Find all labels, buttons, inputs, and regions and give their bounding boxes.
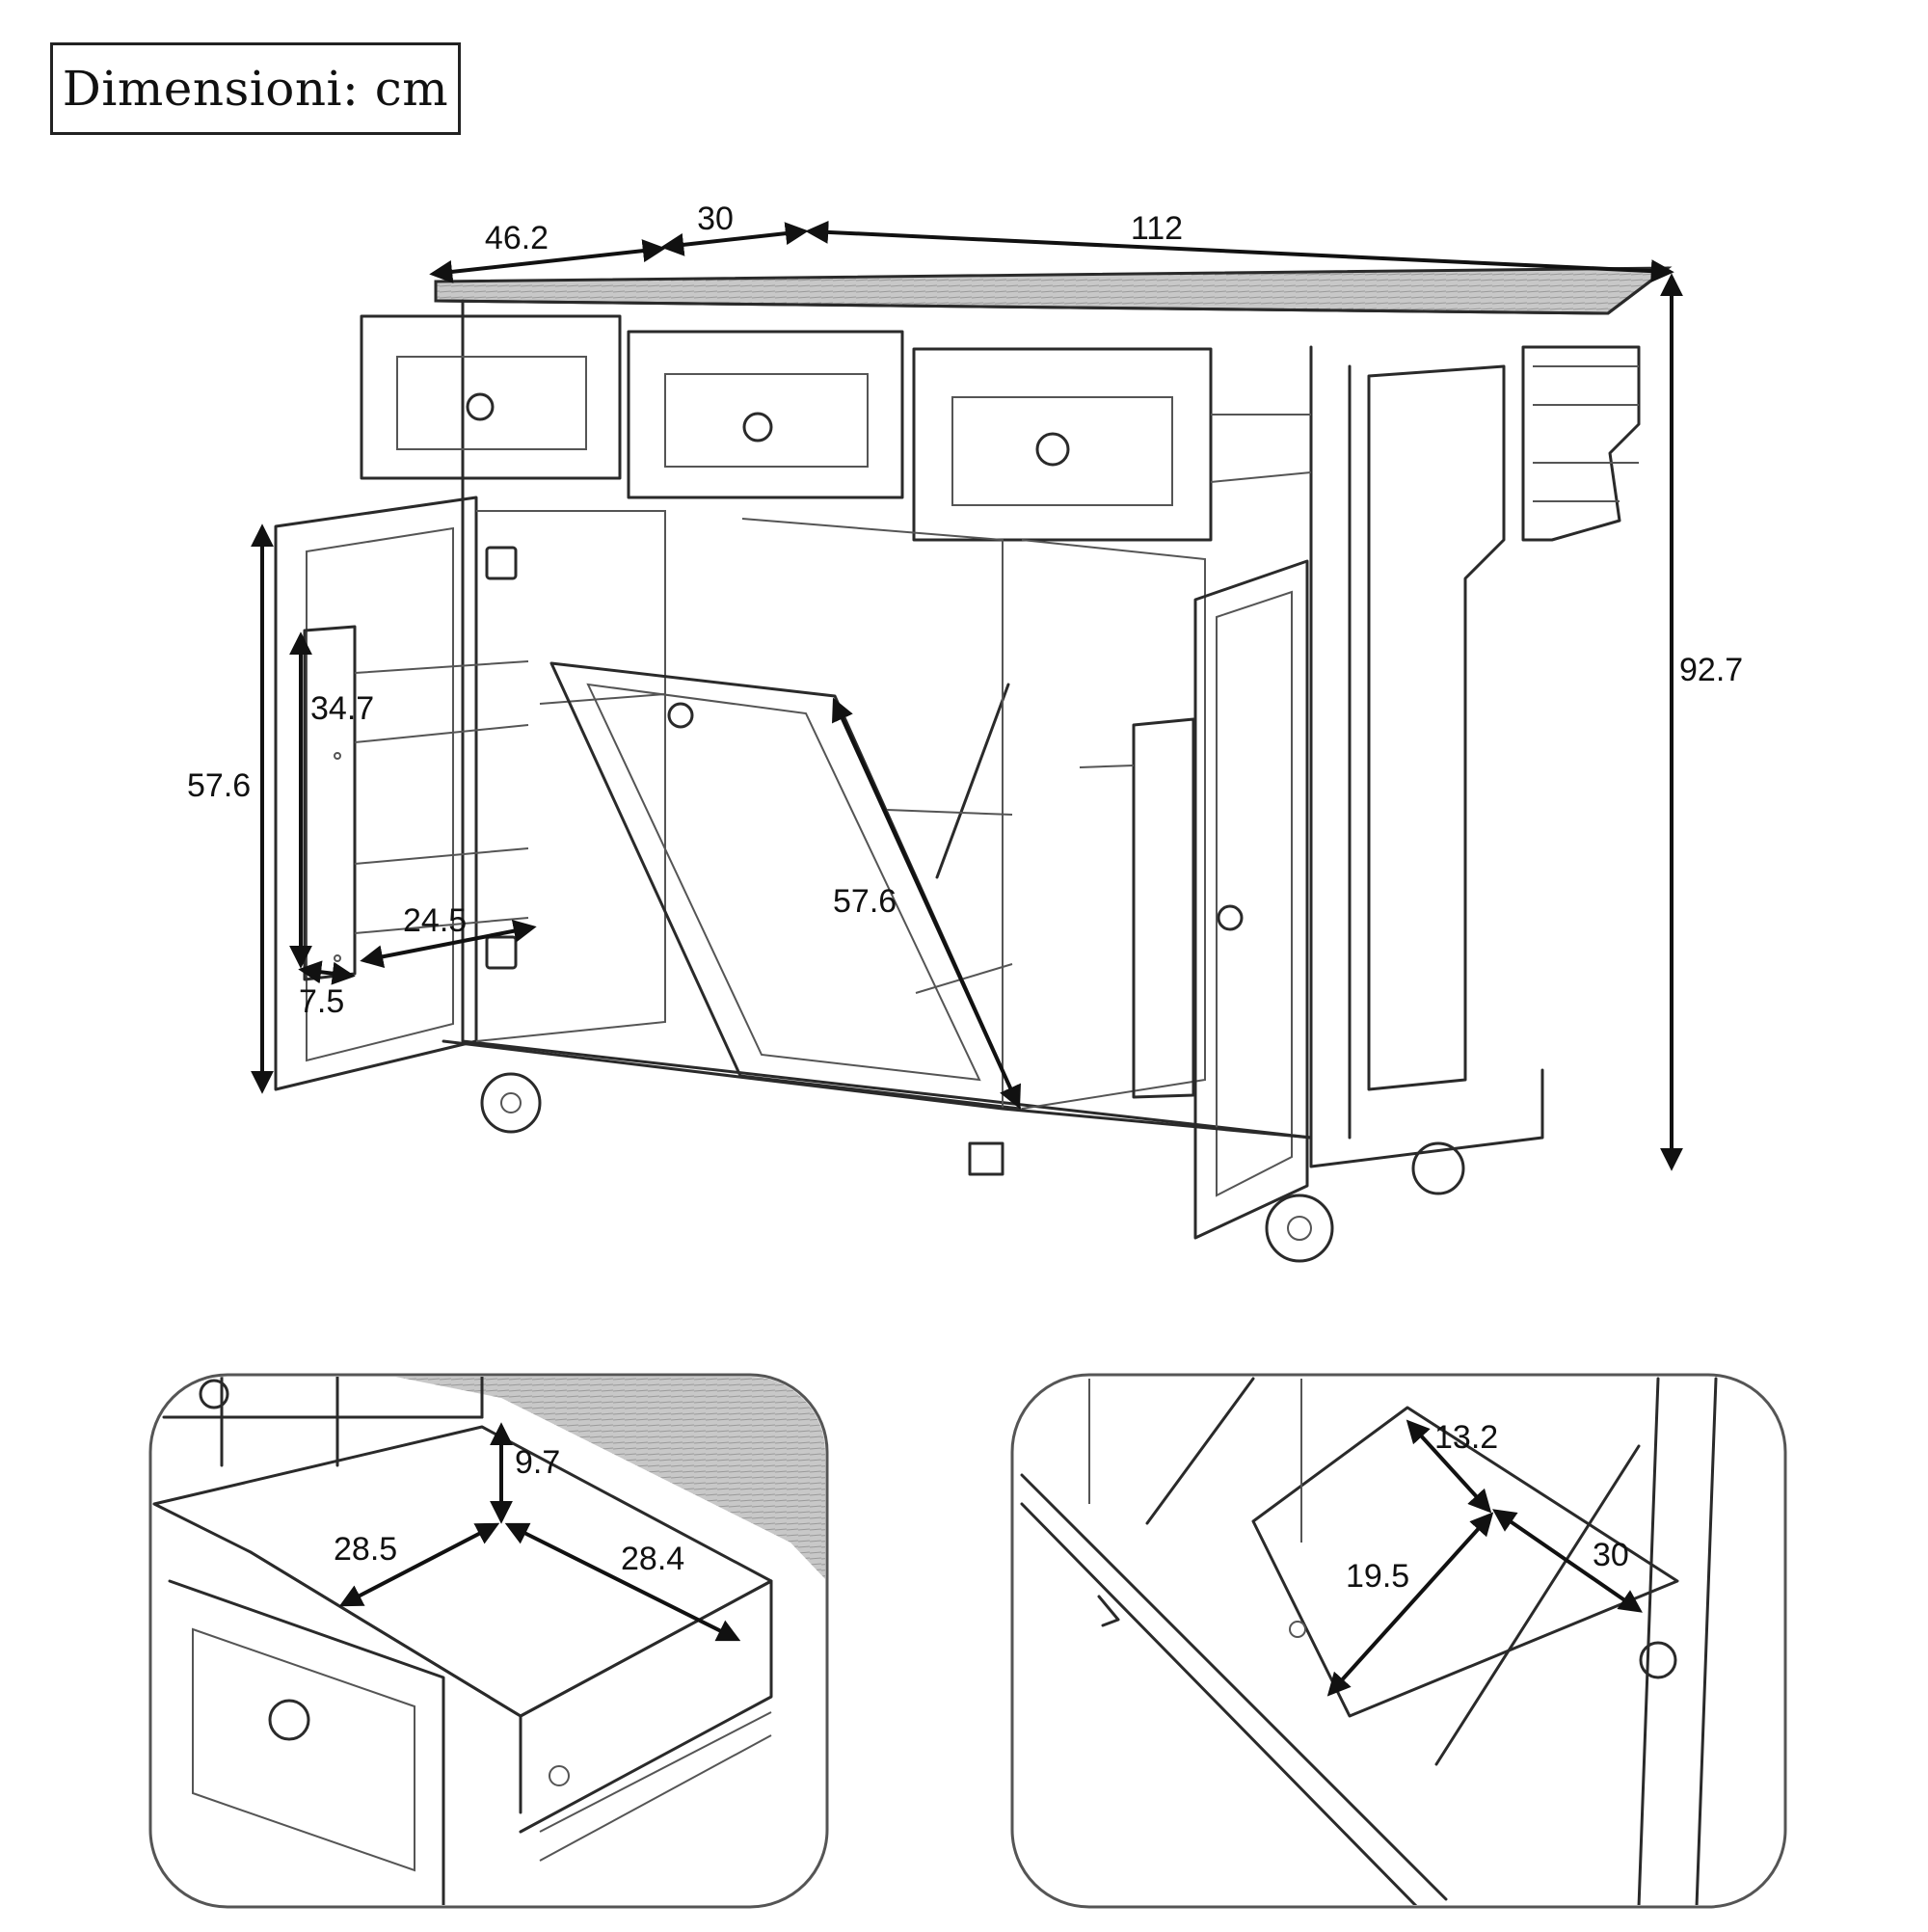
knob-icon: [1639, 1641, 1677, 1679]
dim-spice-rack-width: 24.5: [403, 902, 467, 939]
knob-icon: [1035, 432, 1070, 467]
dim-spice-rack-height: 34.7: [310, 690, 374, 727]
units-label: Dimensioni: cm: [62, 61, 449, 117]
units-label-box: Dimensioni: cm: [50, 42, 461, 135]
drawer-left: [360, 314, 622, 480]
caster-wheel-icon: [968, 1141, 1004, 1176]
gas-strut: [935, 683, 1010, 879]
dim-bin-length: 19.5: [1346, 1558, 1409, 1595]
dim-bin-width: 30: [1593, 1537, 1629, 1573]
dim-drawer-depth: 28.5: [334, 1531, 397, 1568]
knob-icon: [742, 412, 773, 443]
dim-drop-leaf: 30: [697, 201, 734, 237]
dim-spice-rack-depth: 7.5: [299, 983, 344, 1020]
dimension-lines-main: [251, 220, 1683, 1171]
drawer-middle: [627, 330, 904, 499]
dim-top-depth: 46.2: [485, 220, 549, 256]
detail-panel-drawer: 9.7 28.5 28.4: [148, 1373, 829, 1909]
dim-bin-depth: 13.2: [1434, 1419, 1498, 1456]
caster-wheel-icon: [1411, 1141, 1465, 1195]
caster-wheel-icon: [1265, 1194, 1334, 1263]
caster-wheel-icon: [480, 1072, 542, 1134]
drawer-slide: [539, 1711, 772, 1862]
dim-door-height: 57.6: [187, 767, 251, 804]
dim-drawer-width: 28.4: [621, 1541, 684, 1577]
detail-panel-bin: 13.2 19.5 30: [1010, 1373, 1787, 1909]
dim-drawer-height: 9.7: [515, 1444, 560, 1481]
knob-icon: [199, 1379, 229, 1409]
knob-icon: [1217, 904, 1244, 931]
gas-strut: [1145, 1377, 1255, 1525]
dim-total-height: 92.7: [1679, 652, 1743, 688]
dim-trash-door-height: 57.6: [833, 883, 897, 920]
dim-top-width: 112: [1131, 210, 1183, 247]
drawer-right: [912, 347, 1312, 542]
main-island: [274, 266, 1673, 1263]
tilt-out-trash-door: [549, 661, 1022, 1111]
knob-icon: [268, 1699, 310, 1741]
knob-icon: [466, 392, 495, 421]
right-door: [1193, 559, 1309, 1240]
knob-icon: [667, 702, 694, 729]
gas-strut: [1434, 1444, 1641, 1766]
